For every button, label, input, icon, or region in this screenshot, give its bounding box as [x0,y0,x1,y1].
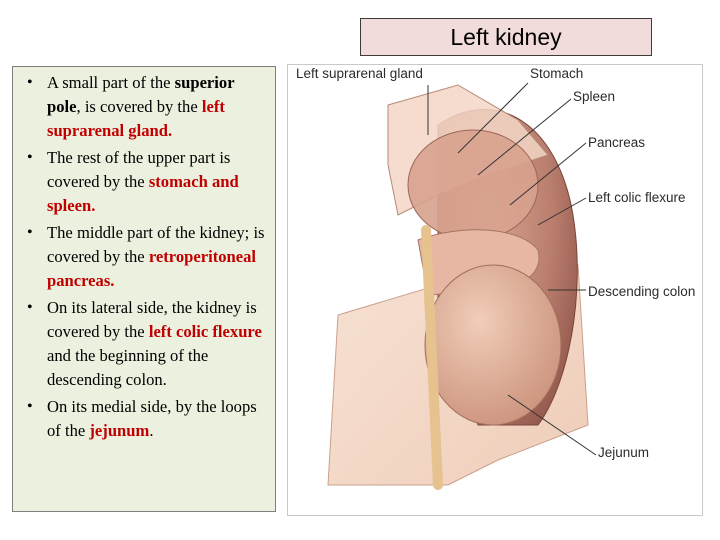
jejunum-shape [425,265,561,425]
label-pancreas: Pancreas [588,135,645,150]
label-colic-flexure: Left colic flexure [588,190,686,205]
slide-title-text: Left kidney [450,24,561,51]
bullet-panel: • A small part of the superior pole, is … [12,66,276,512]
bullet-dot: • [27,71,33,95]
bullet-item: • The rest of the upper part is covered … [17,146,269,218]
kidney-illustration: Left suprarenal gland Stomach Spleen Pan… [287,64,703,516]
bullet-item: • On its medial side, by the loops of th… [17,395,269,443]
bullet-item: • On its lateral side, the kidney is cov… [17,296,269,392]
bullet-list: • A small part of the superior pole, is … [17,71,269,443]
label-spleen: Spleen [573,89,615,104]
bullet-dot: • [27,221,33,245]
label-descending-colon: Descending colon [588,284,695,299]
slide-title: Left kidney [360,18,652,56]
label-jejunum: Jejunum [598,445,649,460]
bullet-highlight-term: jejunum [89,421,149,440]
bullet-item: • The middle part of the kidney; is cove… [17,221,269,293]
bullet-text: , is covered by the [77,97,202,116]
label-stomach: Stomach [530,66,583,81]
bullet-item: • A small part of the superior pole, is … [17,71,269,143]
bullet-highlight-term: left colic flexure [149,322,262,341]
label-suprarenal: Left suprarenal gland [296,66,423,81]
bullet-text: and the beginning of the descending colo… [47,346,208,389]
upper-pole-shape [408,130,538,240]
bullet-dot: • [27,146,33,170]
bullet-text: . [149,421,153,440]
bullet-dot: • [27,395,33,419]
bullet-dot: • [27,296,33,320]
bullet-text: A small part of the [47,73,175,92]
